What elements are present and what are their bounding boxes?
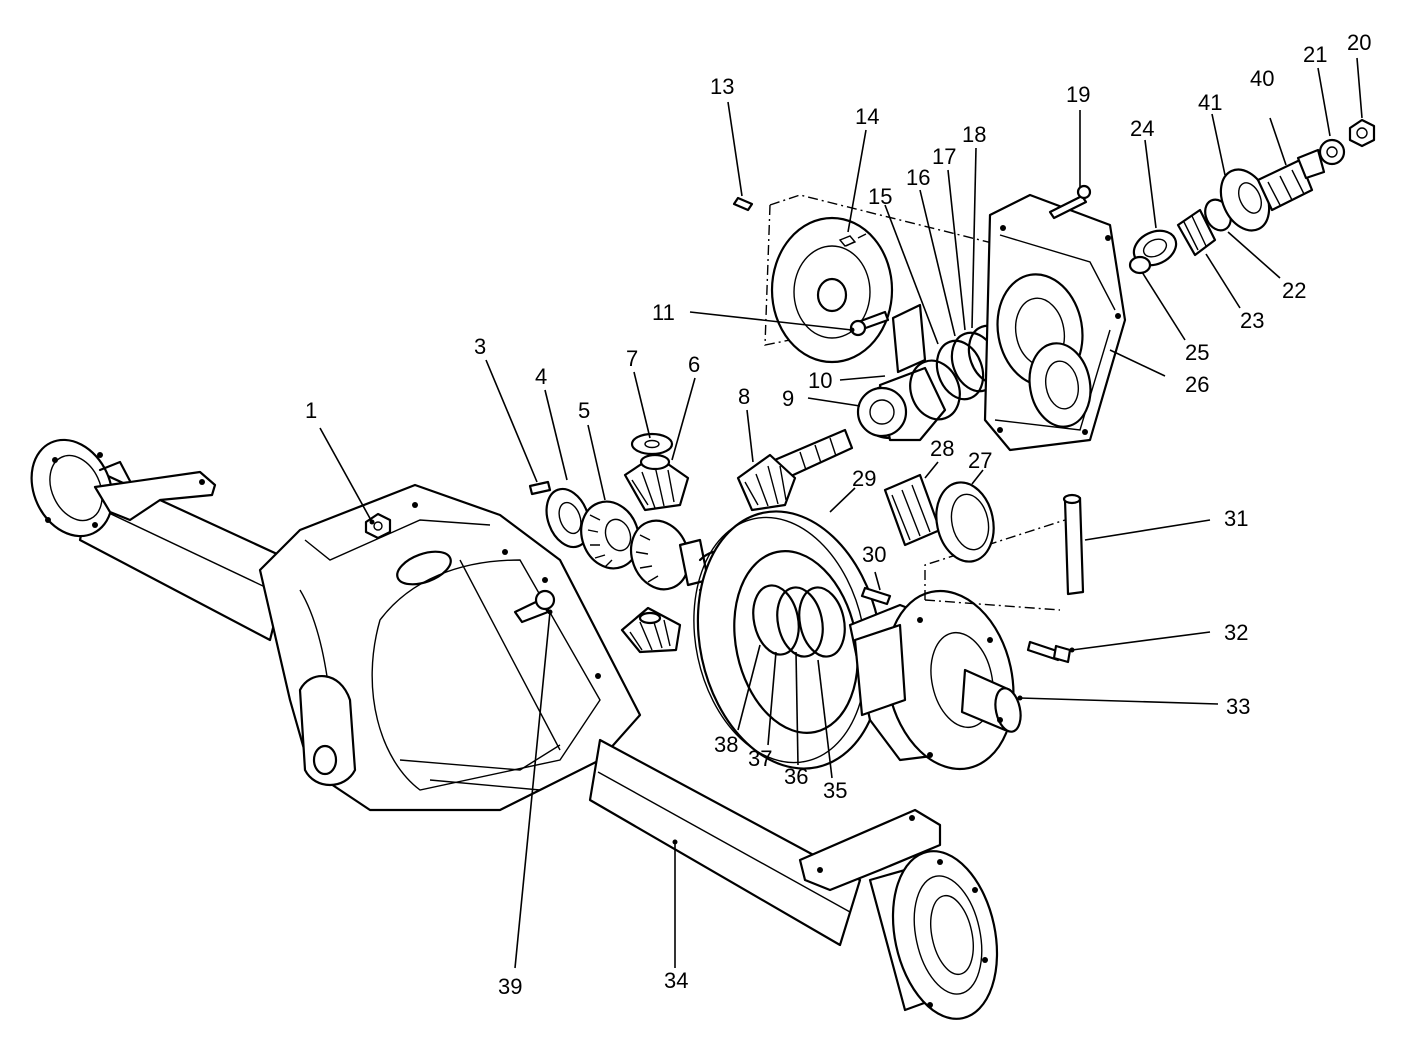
callout-19: 19: [1066, 82, 1090, 107]
differential-case: [848, 493, 1085, 771]
callout-37: 37: [748, 746, 772, 771]
pinion-carrier-housing: [983, 184, 1127, 452]
callout-8: 8: [738, 384, 750, 409]
pinion-shaft-parts: [1128, 118, 1376, 275]
callout-32: 32: [1224, 620, 1248, 645]
callout-24: 24: [1130, 116, 1154, 141]
callout-3: 3: [474, 334, 486, 359]
right-axle-flange: [868, 850, 999, 1020]
callout-31: 31: [1224, 506, 1248, 531]
callout-30: 30: [862, 542, 886, 567]
drive-pinion: [736, 428, 854, 512]
callout-6: 6: [688, 352, 700, 377]
callout-33: 33: [1226, 694, 1250, 719]
callout-13: 13: [710, 74, 734, 99]
callout-35: 35: [823, 778, 847, 803]
callout-34: 34: [664, 968, 688, 993]
callout-4: 4: [535, 364, 547, 389]
bearings-27-28: [883, 473, 995, 563]
differential-gears: [528, 432, 734, 654]
callout-38: 38: [714, 732, 738, 757]
callout-7: 7: [626, 346, 638, 371]
callout-25: 25: [1185, 340, 1209, 365]
left-spring-bracket: [93, 470, 217, 522]
callout-28: 28: [930, 436, 954, 461]
callout-1: 1: [305, 398, 317, 423]
callout-9: 9: [782, 386, 794, 411]
callout-21: 21: [1303, 42, 1327, 67]
callout-23: 23: [1240, 308, 1264, 333]
callout-18: 18: [962, 122, 986, 147]
callout-20: 20: [1347, 30, 1371, 55]
callout-26: 26: [1185, 372, 1209, 397]
pinion-bearings: [856, 303, 1017, 442]
callout-15: 15: [868, 184, 892, 209]
shims: [752, 584, 846, 658]
callout-17: 17: [932, 144, 956, 169]
callout-10: 10: [808, 368, 832, 393]
callouts: 1 3 4 5 6 7 8 9 10 11 13 14 15 16 17 18 …: [305, 30, 1371, 999]
cover-plate: [732, 194, 1001, 364]
callout-29: 29: [852, 466, 876, 491]
callout-41: 41: [1198, 90, 1222, 115]
callout-14: 14: [855, 104, 879, 129]
leader-lines: [319, 57, 1363, 969]
axle-housing: [30, 438, 999, 1020]
right-spring-bracket: [798, 808, 942, 892]
callout-22: 22: [1282, 278, 1306, 303]
callout-36: 36: [784, 764, 808, 789]
callout-40: 40: [1250, 66, 1274, 91]
callout-39: 39: [498, 974, 522, 999]
callout-5: 5: [578, 398, 590, 423]
left-axle-flange: [30, 438, 142, 538]
callout-27: 27: [968, 448, 992, 473]
callout-16: 16: [906, 165, 930, 190]
callout-11: 11: [652, 300, 675, 325]
